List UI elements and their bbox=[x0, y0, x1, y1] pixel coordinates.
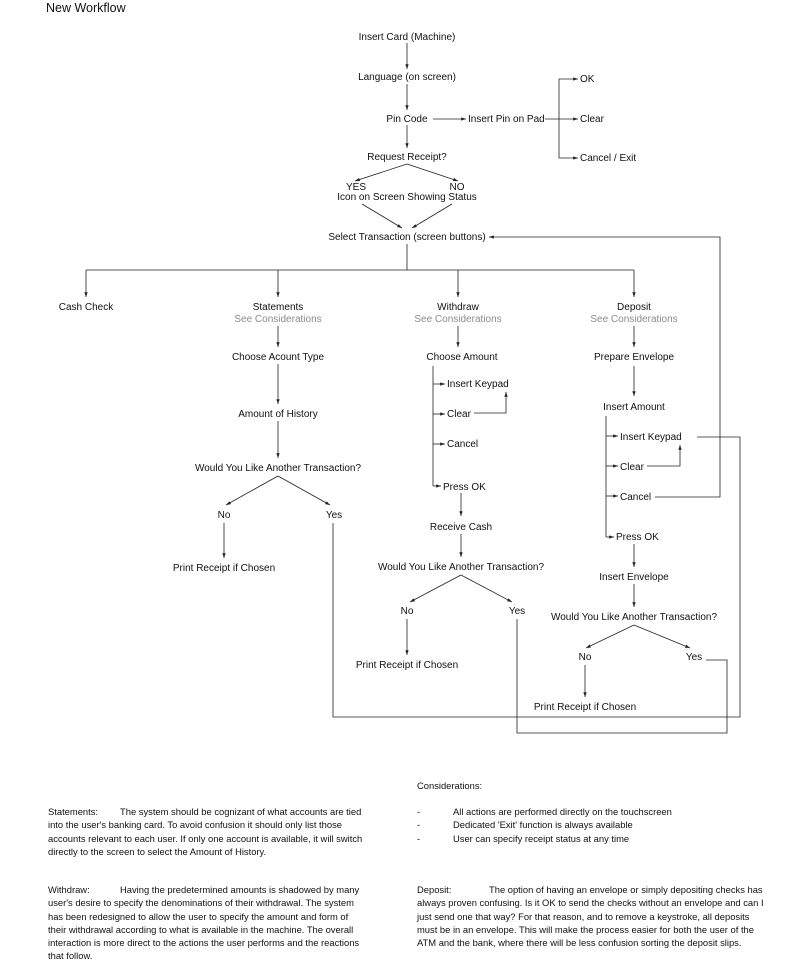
node-icon-status: Icon on Screen Showing Status bbox=[337, 192, 477, 203]
node-yes-caps: YES bbox=[346, 182, 366, 193]
considerations-item: -All actions are performed directly on t… bbox=[417, 806, 672, 817]
loop-yes-withdraw bbox=[516, 619, 728, 734]
node-press-ok-deposit: Press OK bbox=[616, 532, 659, 543]
node-yes-deposit: Yes bbox=[686, 652, 702, 663]
node-no-withdraw: No bbox=[401, 606, 414, 617]
node-no-statements: No bbox=[218, 510, 231, 521]
connector bbox=[474, 392, 508, 414]
loop-yes-statements bbox=[332, 436, 741, 718]
node-cancel-withdraw: Cancel bbox=[447, 439, 478, 450]
node-insert-keypad-withdraw: Insert Keypad bbox=[447, 379, 509, 390]
node-print-receipt-withdraw: Print Receipt if Chosen bbox=[356, 660, 458, 671]
node-deposit: Deposit bbox=[617, 302, 651, 313]
considerations-list: -All actions are performed directly on t… bbox=[417, 805, 672, 845]
node-language: Language (on screen) bbox=[358, 72, 456, 83]
connector bbox=[406, 163, 459, 182]
node-another-transaction-withdraw: Would You Like Another Transaction? bbox=[378, 562, 544, 573]
node-cancel-deposit: Cancel bbox=[620, 492, 651, 503]
node-insert-pin: Insert Pin on Pad bbox=[468, 114, 545, 125]
connector bbox=[558, 77, 578, 119]
node-no-deposit: No bbox=[579, 652, 592, 663]
node-clear-withdraw: Clear bbox=[447, 409, 472, 420]
node-ok: OK bbox=[580, 74, 595, 85]
note-label: Deposit: bbox=[417, 884, 452, 895]
loop-cancel-to-select bbox=[489, 235, 721, 498]
node-choose-account: Choose Acount Type bbox=[232, 352, 325, 363]
node-insert-amount: Insert Amount bbox=[603, 402, 665, 413]
note-label: Statements: bbox=[48, 806, 99, 817]
node-insert-keypad-deposit: Insert Keypad bbox=[620, 432, 682, 443]
connector bbox=[361, 203, 403, 229]
see-considerations-statements: See Considerations bbox=[234, 314, 321, 325]
connector bbox=[411, 203, 453, 229]
node-no-caps: NO bbox=[450, 182, 465, 193]
node-request-receipt: Request Receipt? bbox=[367, 152, 447, 163]
connector bbox=[409, 574, 462, 603]
node-clear-deposit: Clear bbox=[620, 462, 645, 473]
node-receive-cash: Receive Cash bbox=[430, 522, 492, 533]
considerations-item: -User can specify receipt status at any … bbox=[417, 832, 630, 844]
connector bbox=[277, 475, 331, 506]
node-select-transaction: Select Transaction (screen buttons) bbox=[328, 232, 485, 243]
node-prepare-envelope: Prepare Envelope bbox=[594, 352, 674, 363]
node-press-ok-withdraw: Press OK bbox=[443, 482, 486, 493]
node-clear: Clear bbox=[580, 114, 605, 125]
connector bbox=[225, 475, 279, 506]
considerations-item: -Dedicated 'Exit' function is always ava… bbox=[417, 819, 633, 831]
connector bbox=[460, 574, 513, 603]
connector bbox=[585, 624, 635, 649]
see-considerations-deposit: See Considerations bbox=[590, 314, 677, 325]
note-text: The system should be cognizant of what a… bbox=[48, 806, 363, 857]
node-print-receipt-statements: Print Receipt if Chosen bbox=[173, 563, 275, 574]
page-title: New Workflow bbox=[46, 1, 127, 15]
node-print-receipt-deposit: Print Receipt if Chosen bbox=[534, 702, 636, 713]
node-another-transaction-statements: Would You Like Another Transaction? bbox=[195, 463, 361, 474]
connector bbox=[354, 163, 408, 182]
node-insert-envelope: Insert Envelope bbox=[599, 572, 669, 583]
node-yes-withdraw: Yes bbox=[509, 606, 525, 617]
note-label: Withdraw: bbox=[48, 884, 90, 895]
node-statements: Statements bbox=[253, 302, 304, 313]
considerations-heading: Considerations: bbox=[417, 780, 483, 791]
see-considerations-withdraw: See Considerations bbox=[414, 314, 501, 325]
node-withdraw: Withdraw bbox=[437, 302, 479, 313]
note-statements: Statements:The system should be cognizan… bbox=[48, 805, 368, 858]
connector bbox=[633, 624, 691, 649]
node-yes-statements: Yes bbox=[326, 510, 342, 521]
note-deposit: Deposit:The option of having an envelope… bbox=[417, 883, 767, 949]
node-amount-history: Amount of History bbox=[238, 409, 317, 420]
note-withdraw: Withdraw:Having the predetermined amount… bbox=[48, 883, 366, 963]
node-choose-amount: Choose Amount bbox=[426, 352, 497, 363]
node-cancel-exit: Cancel / Exit bbox=[580, 153, 636, 164]
connector bbox=[647, 445, 682, 467]
node-cash-check: Cash Check bbox=[59, 302, 114, 313]
node-pin-code: Pin Code bbox=[386, 114, 428, 125]
note-text: Having the predetermined amounts is shad… bbox=[48, 884, 360, 962]
node-another-transaction-deposit: Would You Like Another Transaction? bbox=[551, 612, 717, 623]
note-text: The option of having an envelope or simp… bbox=[417, 884, 764, 949]
connector bbox=[558, 119, 578, 160]
node-insert-card: Insert Card (Machine) bbox=[359, 32, 456, 43]
